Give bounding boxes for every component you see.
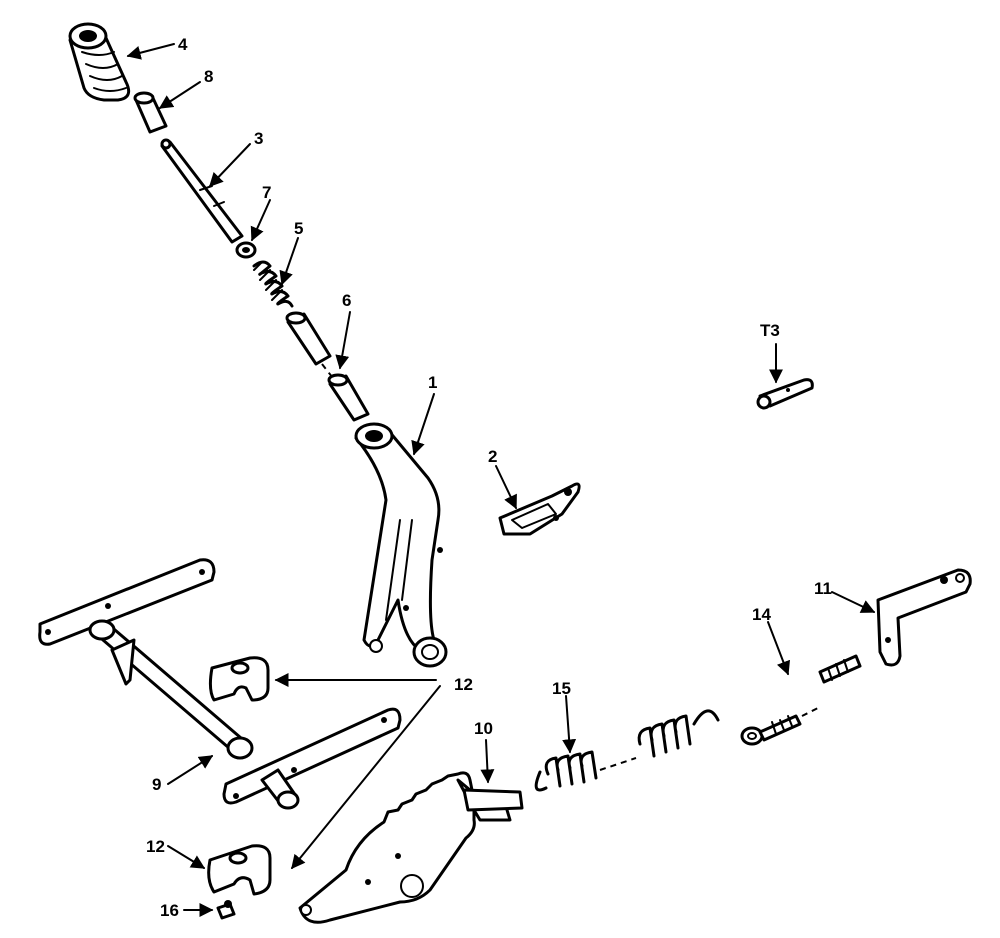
callout-8-leader	[158, 81, 201, 109]
part-4-knob	[68, 22, 131, 102]
callout-6-leader	[335, 311, 351, 370]
callout-15-leader	[562, 695, 577, 754]
callout-9-leader	[167, 755, 214, 785]
part-14-eyebolt	[740, 654, 862, 746]
callout-1: 1	[428, 373, 437, 392]
callout-1-leader	[411, 393, 435, 456]
part-16-fitting	[216, 900, 236, 920]
callout-12a: 12	[454, 675, 473, 694]
callout-14-leader	[767, 621, 791, 676]
part-1-lever	[354, 422, 448, 668]
callouts: 4 8 3 7 5 6 1 2 T3 11 14 15 10 12 9 12	[126, 35, 876, 920]
callout-13: T3	[760, 321, 780, 340]
callout-11: 11	[814, 579, 832, 598]
callout-14: 14	[752, 605, 771, 624]
part-6-tubes	[285, 311, 370, 422]
part-11-bracket	[876, 568, 972, 667]
part-13-pin	[756, 378, 814, 410]
part-15-spring	[534, 709, 720, 792]
callout-2-leader	[495, 465, 517, 510]
part-10-sector	[298, 771, 524, 924]
callout-6: 6	[342, 291, 351, 310]
callout-15: 15	[552, 679, 571, 698]
callout-3: 3	[254, 129, 263, 148]
part-8-sleeve	[133, 91, 168, 134]
callout-11-leader	[831, 591, 876, 613]
callout-12a-leader-2	[291, 685, 441, 870]
part-5-spring	[252, 260, 294, 308]
callout-4-leader	[126, 43, 175, 60]
callout-16: 16	[160, 901, 179, 920]
part-2-bracket	[498, 482, 581, 536]
callout-3-leader	[209, 143, 251, 188]
callout-2: 2	[488, 447, 497, 466]
callout-7: 7	[262, 183, 271, 202]
callout-4: 4	[178, 35, 188, 54]
callout-7-leader	[250, 199, 271, 242]
callout-8: 8	[204, 67, 213, 86]
callout-10-leader	[480, 739, 495, 784]
callout-5: 5	[294, 219, 303, 238]
part-9-shaft-assembly	[38, 558, 402, 810]
callout-12b: 12	[146, 837, 165, 856]
part-12-bearing-cap-upper	[208, 656, 270, 702]
callout-10: 10	[474, 719, 493, 738]
callout-12b-leader	[167, 845, 206, 869]
part-7-washer	[235, 241, 257, 259]
callout-5-leader	[279, 237, 299, 286]
part-12-bearing-cap-lower	[207, 844, 272, 896]
part-3-rod	[160, 138, 244, 244]
callout-9: 9	[152, 775, 161, 794]
